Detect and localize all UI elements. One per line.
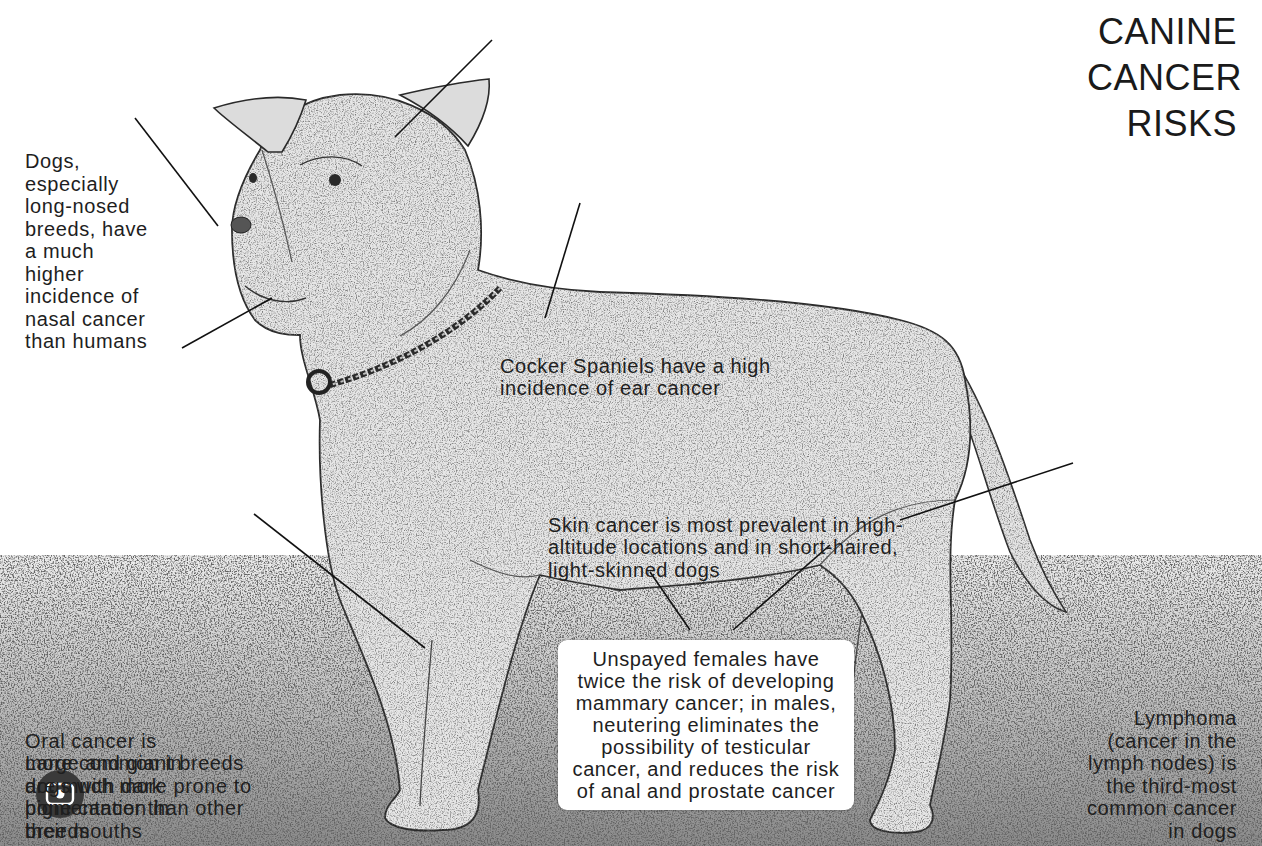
dog-ear [400,79,489,146]
leader-line [900,463,1073,520]
callout-text: Dogs, especially long-nosed breeds, have… [25,150,155,353]
leader-line [135,118,218,226]
dog-elbow-line [470,560,540,577]
dog-ear [214,98,306,152]
leader-line [182,298,272,348]
callout-text: Large and giant breeds are much more pro… [25,752,257,842]
dog-mouth [245,286,306,302]
callout-text: Cocker Spaniels have a high incidence of… [500,355,790,400]
leader-line [650,572,690,630]
ground [0,555,1262,846]
dog-eye [249,173,257,183]
dog-muzzle-line [262,150,292,262]
dog-collar-links [330,288,500,385]
dog-collar [330,288,500,385]
dog-brow [300,157,362,166]
title: CANINE CANCER RISKS [1087,9,1237,147]
dog-body [232,94,970,833]
ground-texture [0,555,1262,846]
leader-line [545,203,580,318]
callout-text: Skin cancer is most prevalent in high-al… [548,514,920,582]
note-box: Unspayed females have twice the risk of … [558,640,854,810]
dog-body-texture [232,94,970,833]
dog-leg-line [420,640,432,806]
callout-text: Lymphoma (cancer in the lymph nodes) is … [1077,707,1237,842]
dog-eye [329,174,341,186]
dog-nose [231,217,251,233]
note-text: Unspayed females have twice the risk of … [566,648,846,802]
collar-ring [308,371,330,393]
leader-line [395,40,492,137]
leader-line [254,514,425,648]
